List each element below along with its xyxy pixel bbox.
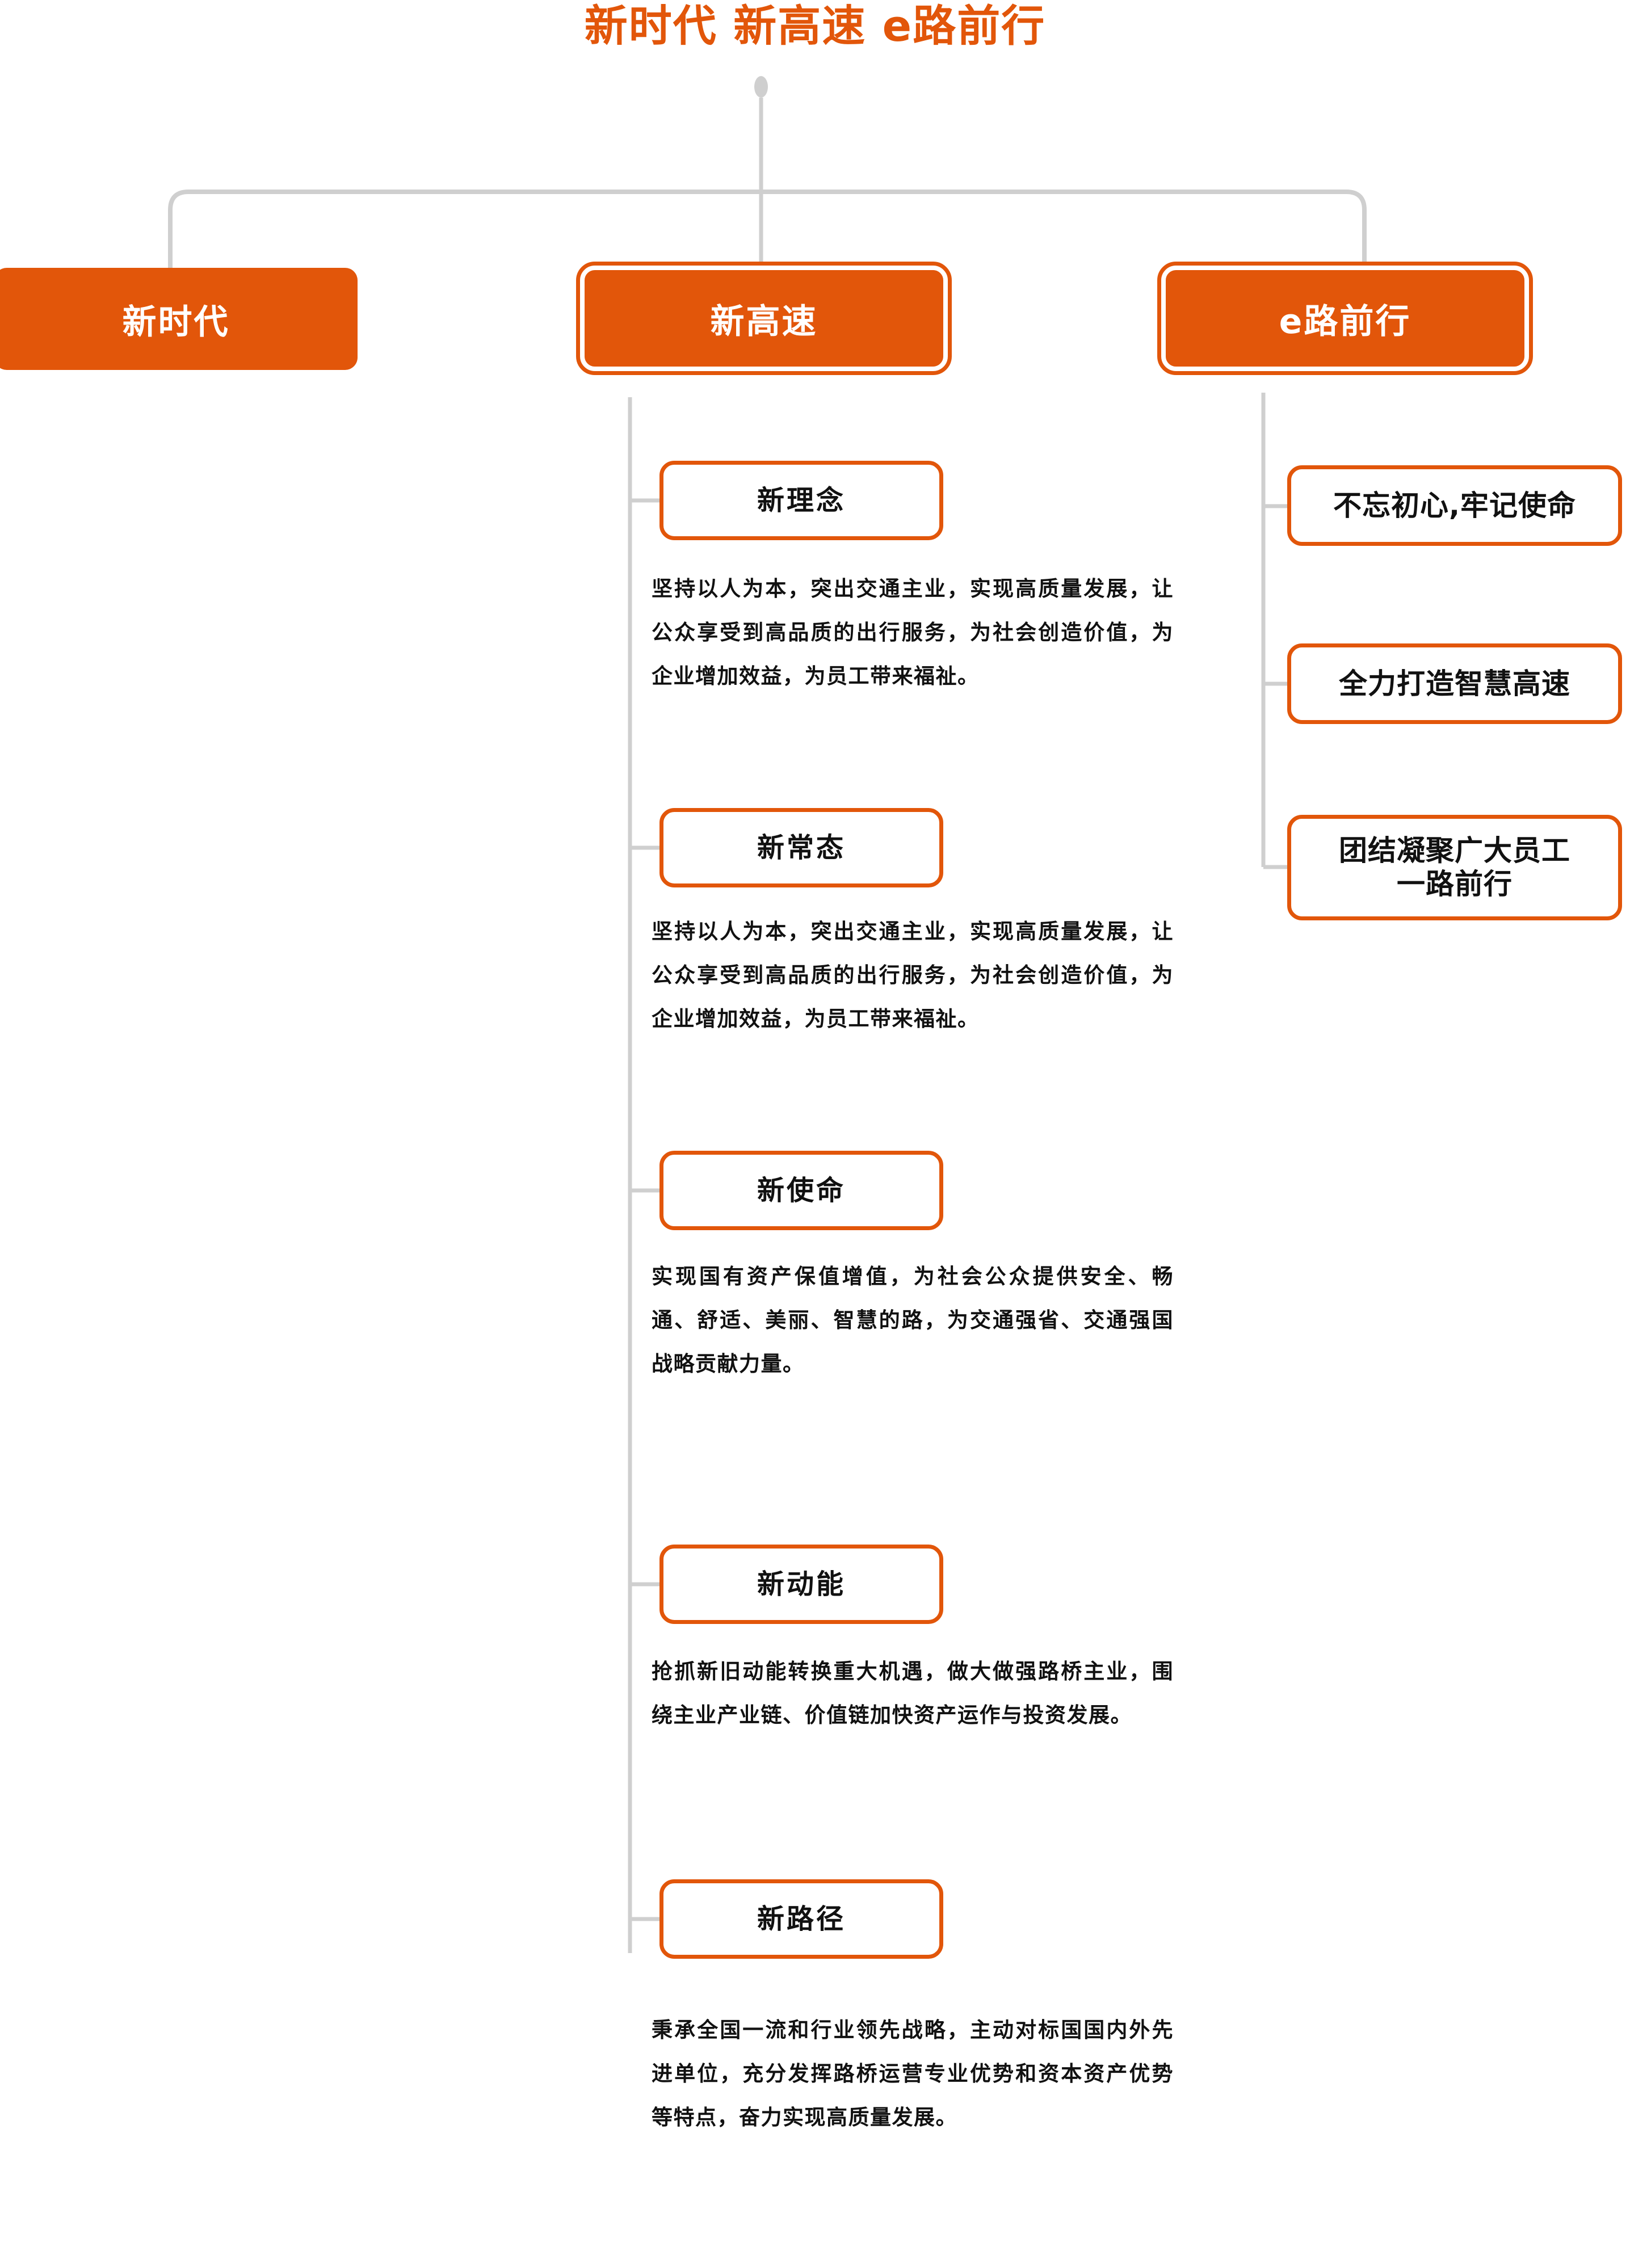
chip-label: 新动能 [757, 1568, 846, 1600]
root-node-dot[interactable] [754, 76, 768, 98]
node-chip-tuanjie[interactable]: 团结凝聚广大员工 一路前行 [1287, 815, 1622, 920]
node-chip-xindongneng[interactable]: 新动能 [659, 1545, 943, 1624]
branch-label: 新时代 [122, 302, 230, 342]
node-chip-xinchangtai[interactable]: 新常态 [659, 808, 943, 887]
node-chip-xinlinian[interactable]: 新理念 [659, 461, 943, 540]
branch-node-xingaosu[interactable]: 新高速 [576, 262, 952, 375]
chip-label: 不忘初心,牢记使命 [1333, 489, 1576, 522]
chip-label: 新使命 [757, 1174, 846, 1206]
chip-label: 全力打造智慧高速 [1339, 667, 1570, 700]
node-chip-buwangchuxin[interactable]: 不忘初心,牢记使命 [1287, 465, 1622, 546]
page-title: 新时代 新高速 e路前行 [584, 1, 1046, 51]
branch-label: e路前行 [1279, 301, 1411, 342]
node-body-xinlinian: 坚持以人为本，突出交通主业，实现高质量发展，让公众享受到高品质的出行服务，为社会… [652, 577, 1174, 688]
node-body-xindongneng: 抢抓新旧动能转换重大机遇，做大做强路桥主业，围绕主业产业链、价值链加快资产运作与… [652, 1659, 1174, 1727]
branch-label: 新高速 [710, 301, 818, 342]
branch-node-xinshidai[interactable]: 新时代 [0, 268, 358, 370]
node-chip-zhihuigaosu[interactable]: 全力打造智慧高速 [1287, 643, 1622, 724]
chip-label: 新理念 [757, 484, 846, 516]
node-body-xinshiming: 实现国有资产保值增值，为社会公众提供安全、畅通、舒适、美丽、智慧的路，为交通强省… [652, 1264, 1174, 1376]
chip-label: 新常态 [757, 831, 846, 864]
node-chip-xinlujing[interactable]: 新路径 [659, 1879, 943, 1959]
chip-label: 新路径 [757, 1903, 846, 1935]
node-chip-xinshiming[interactable]: 新使命 [659, 1151, 943, 1230]
node-body-xinlujing: 秉承全国一流和行业领先战略，主动对标国国内外先进单位，充分发挥路桥运营专业优势和… [652, 2018, 1174, 2130]
branch-node-eluqianxing[interactable]: e路前行 [1157, 262, 1533, 375]
chip-label: 团结凝聚广大员工 一路前行 [1339, 834, 1570, 901]
node-body-xinchangtai: 坚持以人为本，突出交通主业，实现高质量发展，让公众享受到高品质的出行服务，为社会… [652, 919, 1174, 1031]
